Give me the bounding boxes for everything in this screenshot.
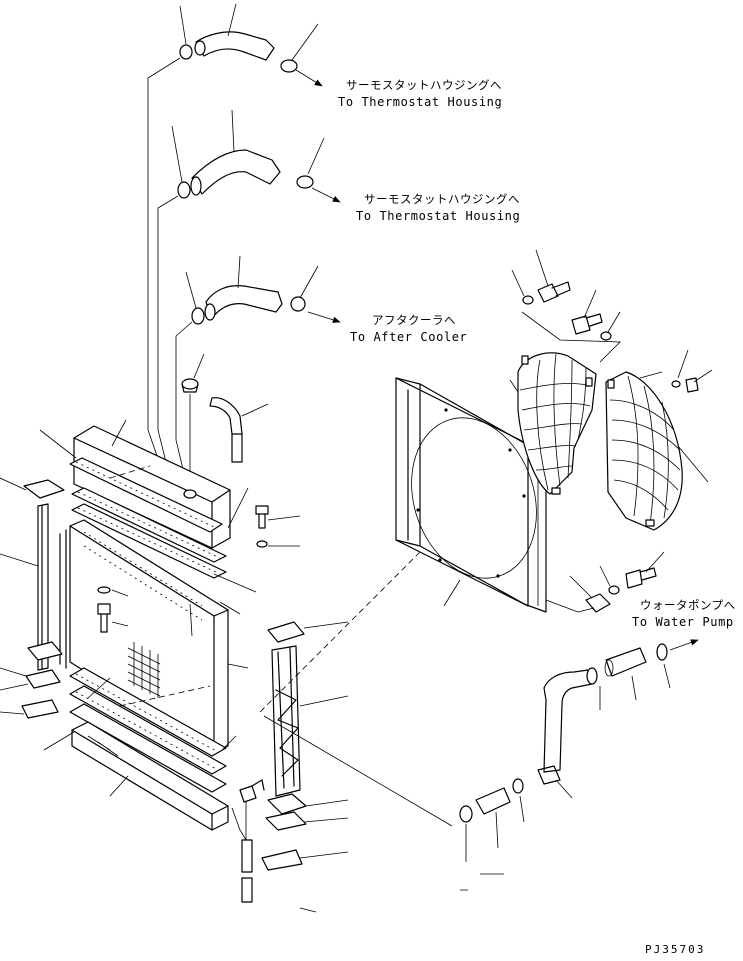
aftercooler-hose-group: アフタクーラへ To After Cooler: [175, 255, 467, 491]
label-waterpump-jp: ウォータポンプへ: [640, 598, 736, 612]
hose-clamp-icon: [512, 778, 524, 794]
bracket-icon: [261, 849, 303, 871]
washer-icon: [97, 586, 111, 594]
label-aftercooler-jp: アフタクーラへ: [372, 313, 456, 327]
flow-arrow-icon: [669, 639, 699, 651]
core-bolts: [97, 586, 129, 633]
guard-bolts-top: [511, 249, 713, 393]
fan-guard-icon: [509, 352, 597, 495]
washer-icon: [256, 540, 268, 548]
label-thermostat-2-en: To Thermostat Housing: [356, 209, 520, 223]
bolt-icon: [97, 603, 111, 615]
flow-arrow-icon: [311, 187, 341, 203]
hose-clamp-icon: [179, 44, 193, 60]
hose-clamp-icon: [194, 40, 206, 56]
hose-clamp-icon: [177, 181, 191, 199]
bolt-icon: [255, 505, 269, 515]
radiator-cap-icon: [181, 378, 199, 390]
label-aftercooler-en: To After Cooler: [350, 330, 467, 344]
hose-clamp-icon: [656, 643, 668, 661]
radiator-core-icon: [69, 519, 229, 753]
washer-icon: [600, 331, 612, 341]
label-thermostat-1-en: To Thermostat Housing: [338, 95, 502, 109]
hose-clamp-icon: [190, 176, 202, 196]
fan-guard-icon: [605, 371, 709, 531]
drawing-code: PJ35703: [645, 943, 705, 956]
hose-icon: [605, 647, 647, 677]
hose-clamp-icon: [586, 667, 598, 685]
washer-icon: [608, 585, 620, 595]
lower-tank: [71, 721, 229, 831]
radiator-assembly: [39, 419, 257, 831]
hose-clamp-icon: [459, 805, 473, 823]
hose-icon: [195, 31, 275, 61]
right-side-member: [261, 621, 349, 871]
hose-clamp-icon: [290, 296, 306, 312]
hose-clamp-icon: [280, 59, 298, 73]
hose-icon: [543, 669, 593, 773]
hose-clamp-icon: [204, 303, 216, 321]
hose-icon: [191, 149, 281, 195]
left-side-member: [0, 477, 65, 719]
flow-arrow-icon: [307, 311, 341, 323]
washer-icon: [522, 295, 534, 305]
hose-clamp-icon: [296, 175, 314, 189]
upper-hose-1-group: サーモスタットハウジングへ To Thermostat Housing: [147, 3, 502, 471]
upper-hose-2-group: サーモスタットハウジングへ To Thermostat Housing: [157, 109, 520, 471]
hose-icon: [241, 839, 253, 873]
shroud-bracket-group: [545, 551, 665, 613]
label-thermostat-1-jp: サーモスタットハウジングへ: [346, 78, 502, 92]
hose-clamp-icon: [191, 307, 205, 325]
lower-hose-group: ウォータポンプへ To Water Pump: [263, 598, 736, 891]
bracket-icon: [21, 699, 59, 719]
fan-shroud: [259, 377, 547, 713]
hose-icon: [205, 285, 283, 319]
bolt-icon: [537, 283, 559, 303]
hose-icon: [475, 787, 511, 815]
side-support-icon: [271, 645, 301, 797]
core-mesh: [127, 642, 161, 698]
flow-arrow-icon: [295, 69, 323, 87]
label-thermostat-2-jp: サーモスタットハウジングへ: [364, 192, 520, 206]
radiator-cap-group: [181, 353, 269, 490]
bolt-icon: [571, 315, 591, 335]
drain-valve-icon: [239, 785, 257, 803]
tank-bolts: [255, 505, 301, 548]
hose-icon: [209, 397, 243, 435]
bolt-icon: [625, 569, 643, 589]
seal-strip: [69, 457, 223, 533]
drain-valve-group: [231, 779, 317, 913]
label-waterpump-en: To Water Pump: [632, 615, 734, 629]
